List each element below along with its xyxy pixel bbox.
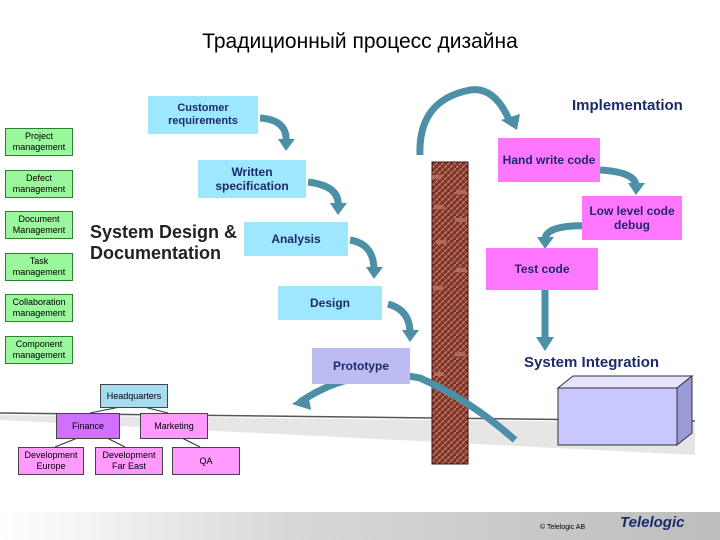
test-code-box: Test code xyxy=(486,248,598,290)
development-far-east-box: Development Far East xyxy=(95,447,163,475)
headquarters-box: Headquarters xyxy=(100,384,168,408)
document-management-item: Document Management xyxy=(5,211,73,239)
system-design-label: System Design & Documentation xyxy=(90,222,238,263)
design-box: Design xyxy=(278,286,382,320)
page-title: Традиционный процесс дизайна xyxy=(202,30,518,53)
collaboration-management-item: Collaboration management xyxy=(5,294,73,322)
barrier-wall xyxy=(431,161,469,465)
system-integration-box xyxy=(556,374,694,447)
arrow-written-to-analysis xyxy=(307,178,342,207)
analysis-box: Analysis xyxy=(244,222,348,256)
written-specification-box: Written specification xyxy=(198,160,306,198)
arrow-implementation-big xyxy=(416,86,514,156)
telelogic-logo: Telelogic xyxy=(620,514,685,531)
wall-bricks xyxy=(432,175,467,376)
copyright-text: © Telelogic AB xyxy=(540,524,586,531)
qa-box: QA xyxy=(172,447,240,475)
finance-box: Finance xyxy=(56,413,120,439)
component-management-item: Component management xyxy=(5,336,73,364)
customer-requirements-box: Customer requirements xyxy=(148,96,258,134)
arrow-customer-to-written xyxy=(259,114,290,143)
project-management-item: Project management xyxy=(5,128,73,156)
defect-management-item: Defect management xyxy=(5,170,73,198)
arrow-design-to-prototype xyxy=(386,300,414,334)
prototype-box: Prototype xyxy=(312,348,410,384)
development-europe-box: Development Europe xyxy=(18,447,84,475)
task-management-item: Task management xyxy=(5,253,73,281)
marketing-box: Marketing xyxy=(140,413,208,439)
footer-bar xyxy=(0,512,720,540)
low-level-code-debug-box: Low level code debug xyxy=(582,196,682,240)
arrow-integration-back xyxy=(298,371,518,443)
arrow-analysis-to-design xyxy=(349,236,378,271)
implementation-heading: Implementation xyxy=(572,97,683,114)
system-integration-label: System Integration xyxy=(524,354,660,371)
hand-write-code-box: Hand write code xyxy=(498,138,600,182)
